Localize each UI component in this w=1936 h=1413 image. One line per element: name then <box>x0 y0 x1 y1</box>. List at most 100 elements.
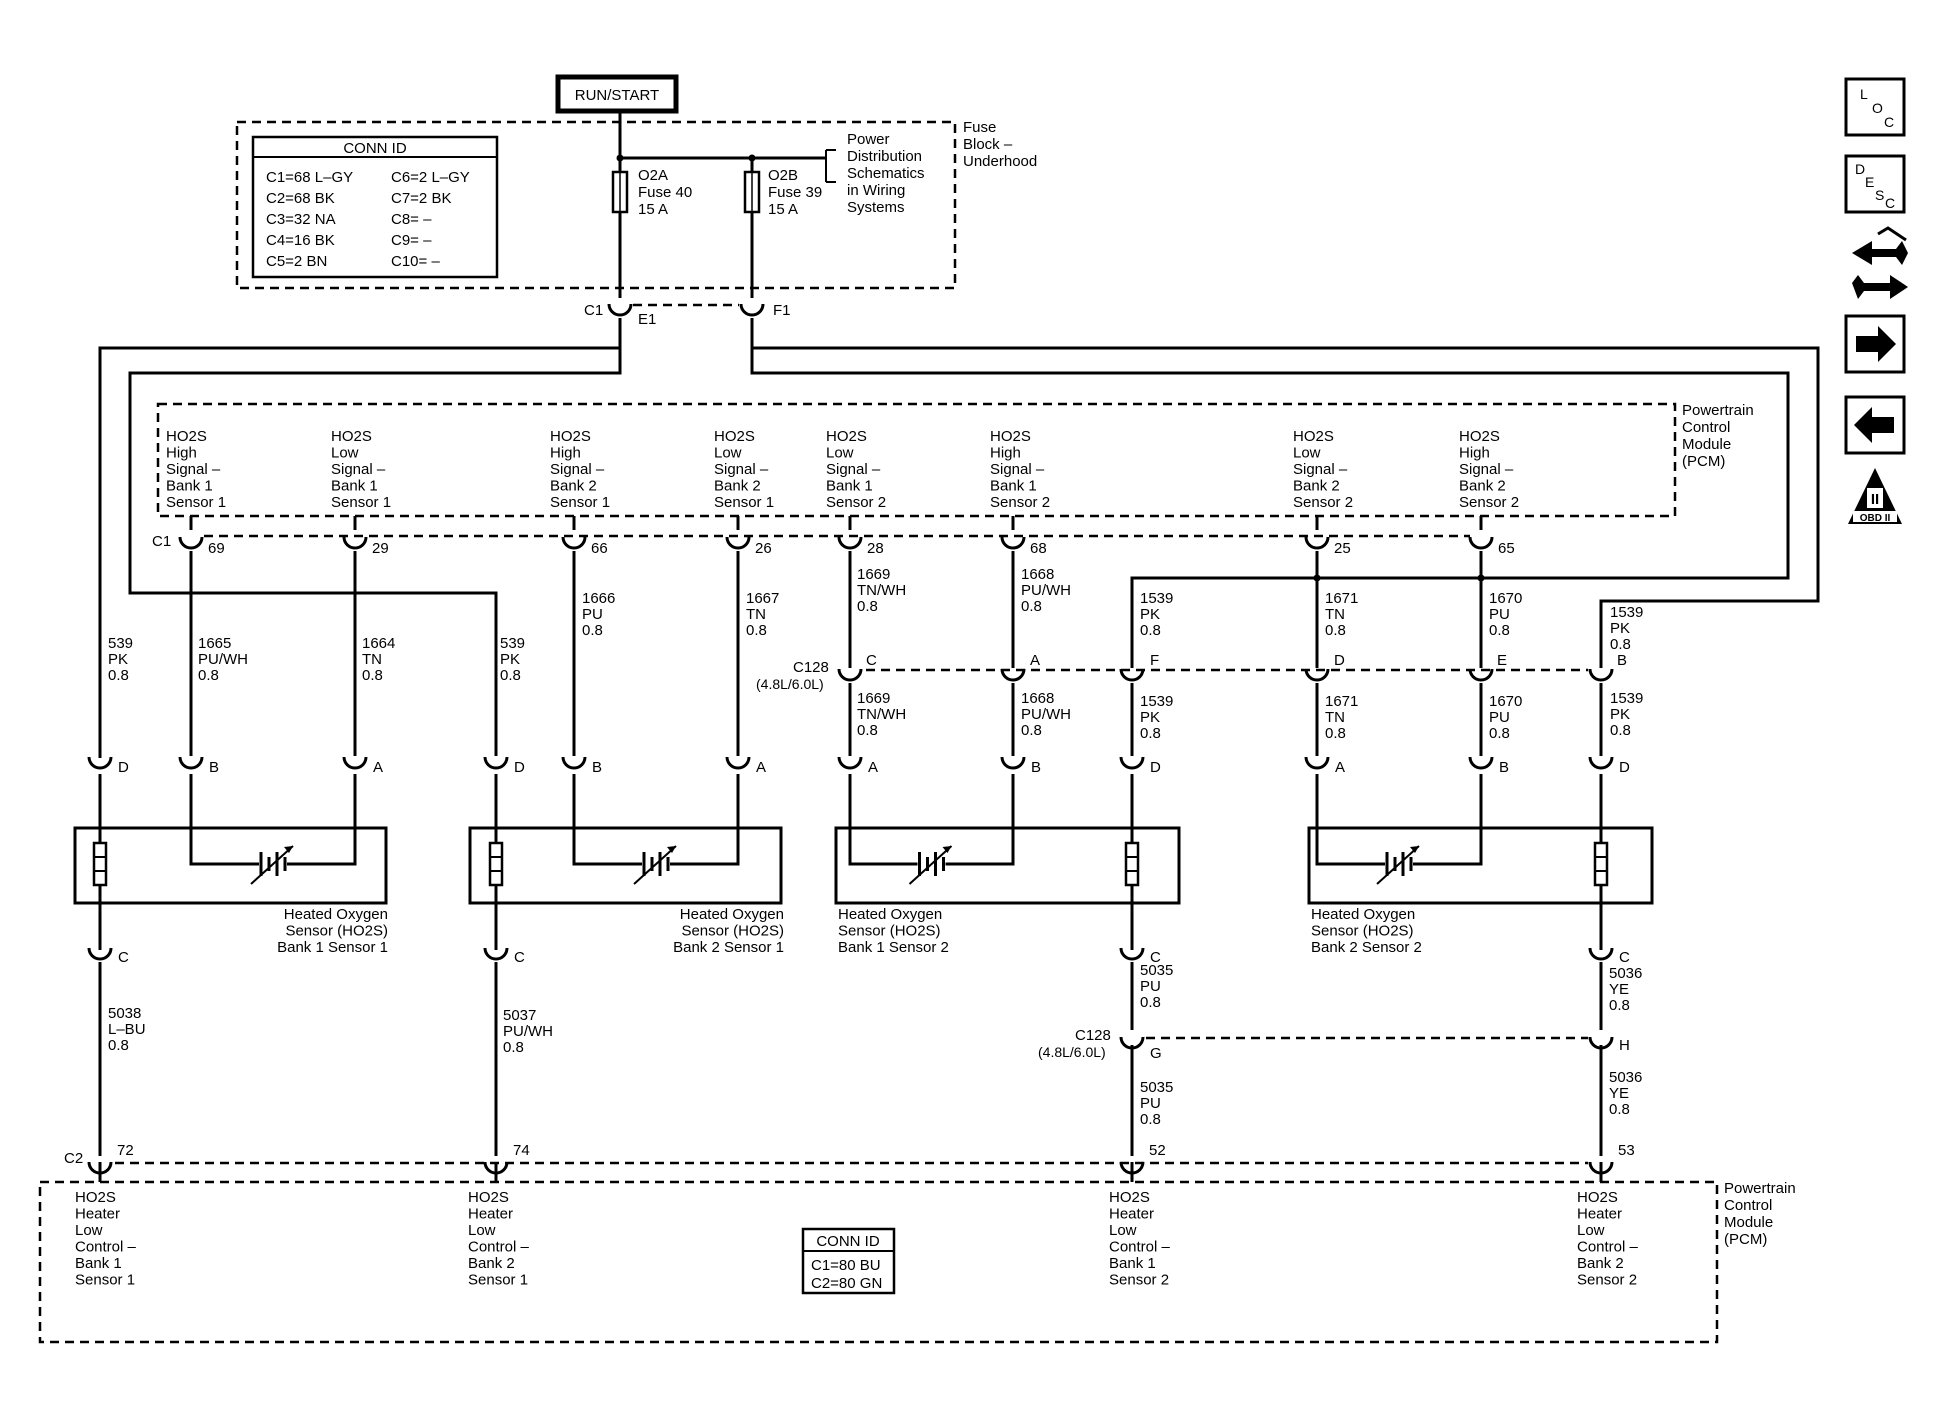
conn-e1-label: E1 <box>638 311 656 328</box>
conn-id-row: C2=68 BK <box>266 190 335 207</box>
conn-id-row: C1=80 BU <box>811 1257 881 1274</box>
pcm-terminal-label: Sensor 2 <box>1459 494 1519 511</box>
pcm-terminal-label: Signal – <box>990 461 1045 478</box>
pcm-terminal-label: Bank 1 <box>166 478 213 495</box>
wire-1671-label: 0.8 <box>1325 725 1346 742</box>
wire-1670-label: PU <box>1489 606 1510 623</box>
pcm-terminal-label: Sensor 2 <box>1577 1272 1637 1289</box>
pcm-terminal-label: Bank 2 <box>1293 478 1340 495</box>
power-distribution-note: Power Distribution Schematics in Wiring … <box>847 131 925 216</box>
wrench-arrows-icon[interactable] <box>1852 226 1908 299</box>
wire-5038-label: 5038 <box>108 1005 141 1022</box>
pcm-top-module: Powertrain Control Module (PCM) HO2SHigh… <box>152 402 1754 557</box>
pcm-terminal-label: Signal – <box>550 461 605 478</box>
pcm-label: Powertrain <box>1724 1180 1796 1197</box>
wire-1666-label: PU <box>582 606 603 623</box>
wire-1665-label: 0.8 <box>198 667 219 684</box>
c128-pin <box>1468 668 1494 682</box>
wire-5035-label: 5035 <box>1140 962 1173 979</box>
description-button[interactable]: D E S C <box>1844 154 1906 214</box>
pcm-terminal-label: Signal – <box>714 461 769 478</box>
sensor-pin-letter: D <box>1619 759 1630 776</box>
conn-id-row: C6=2 L–GY <box>391 169 470 186</box>
pcm-terminal-label: Control – <box>1109 1239 1171 1256</box>
wire-5035-label: PU <box>1140 1095 1161 1112</box>
pcm-terminal-label: Signal – <box>1293 461 1348 478</box>
sensor-heater-pin <box>1588 947 1614 961</box>
c128-pin <box>1588 668 1614 682</box>
wire-1669-label: TN/WH <box>857 582 906 599</box>
pcm-c1-pin <box>725 536 751 550</box>
wire-1670-label: 1670 <box>1489 693 1522 710</box>
pcm-pin-number: 53 <box>1618 1142 1635 1159</box>
pcm-terminal-label: HO2S <box>1577 1189 1618 1206</box>
sensor-connector-pin <box>725 756 751 770</box>
sensor-pin-letter: C <box>1150 949 1161 966</box>
wire-5036-label: 0.8 <box>1609 997 1630 1014</box>
sensor-connector-pin <box>342 756 368 770</box>
pcm-c1-pin <box>1304 536 1330 550</box>
wire-1539-label: 0.8 <box>1140 622 1161 639</box>
pcm-terminal-label: Sensor 2 <box>990 494 1050 511</box>
pcm-label: Control <box>1682 419 1730 436</box>
pcm-terminal-label: HO2S <box>990 428 1031 445</box>
obd-ii-icon[interactable]: II OBD II <box>1848 468 1902 524</box>
wire-1664-label: 1664 <box>362 635 395 652</box>
wire-1539-label: 1539 <box>1140 693 1173 710</box>
sensor-pin-letter: D <box>118 759 129 776</box>
pcm-terminal-label: Bank 2 <box>468 1255 515 1272</box>
c128-pin <box>1000 668 1026 682</box>
sensor-label: Heated Oxygen <box>284 906 388 923</box>
pcm-c1-pin <box>1468 536 1494 550</box>
desc-letter: C <box>1885 195 1895 211</box>
pcm-terminal-label: Bank 2 <box>1577 1255 1624 1272</box>
wire-5037-label: PU/WH <box>503 1023 553 1040</box>
pcm-terminal-label: Sensor 1 <box>331 494 391 511</box>
wire-5038-label: 0.8 <box>108 1037 129 1054</box>
sensor-label: Heated Oxygen <box>838 906 942 923</box>
wire-5037-label: 0.8 <box>503 1039 524 1056</box>
conn-id-table-top: CONN ID C1=68 L–GY C2=68 BK C3=32 NA C4=… <box>251 135 499 279</box>
pcm-c1-pin <box>1000 536 1026 550</box>
wire-5036-label: YE <box>1609 1085 1629 1102</box>
wire-1668-label: 0.8 <box>1021 722 1042 739</box>
pcm-bottom-module: C2 Powertrain Control Module (PCM) 72HO2… <box>38 1142 1796 1344</box>
pcm-terminal-label: Low <box>1577 1222 1605 1239</box>
sensor-pin-letter: C <box>1619 949 1630 966</box>
pcm-terminal-label: HO2S <box>714 428 755 445</box>
pcm-terminal-label: Sensor 2 <box>1293 494 1353 511</box>
pcm-terminal-label: Sensor 1 <box>714 494 774 511</box>
conn-id-table-bottom: CONN ID C1=80 BU C2=80 GN <box>801 1227 896 1295</box>
next-arrow-button[interactable] <box>1844 314 1906 374</box>
c128-pin <box>1119 668 1145 682</box>
wire-1669-label: 0.8 <box>857 722 878 739</box>
sensor-connector-pin <box>87 756 113 770</box>
sensor-pin-letter: A <box>373 759 383 776</box>
pcm-terminal-label: Sensor 1 <box>550 494 610 511</box>
location-button[interactable]: L O C <box>1844 77 1906 137</box>
pcm-label: (PCM) <box>1724 1231 1767 1248</box>
pcm-terminal-label: Signal – <box>826 461 881 478</box>
wire-5035-label: 0.8 <box>1140 1111 1161 1128</box>
wire-5036-label: 5036 <box>1609 1069 1642 1086</box>
pcm-terminal-label: Bank 2 <box>714 478 761 495</box>
sensor-heater-pin <box>1119 947 1145 961</box>
wire-1539-label: 0.8 <box>1610 636 1631 653</box>
previous-arrow-button[interactable] <box>1844 395 1906 455</box>
wire-1539-label: PK <box>1140 709 1160 726</box>
wire-5036-label: YE <box>1609 981 1629 998</box>
pcm-terminal-label: HO2S <box>75 1189 116 1206</box>
pcm-terminal-label: Heater <box>75 1206 120 1223</box>
sensor-pin-letter: B <box>1499 759 1509 776</box>
pcm-terminal-label: Sensor 1 <box>468 1272 528 1289</box>
wire-539-label: 0.8 <box>108 667 129 684</box>
conn-id-title: CONN ID <box>343 140 407 157</box>
wire-1671-label: 0.8 <box>1325 622 1346 639</box>
wire-1671-label: TN <box>1325 709 1345 726</box>
conn-id-row: C7=2 BK <box>391 190 451 207</box>
pcm-terminal-label: High <box>166 445 197 462</box>
